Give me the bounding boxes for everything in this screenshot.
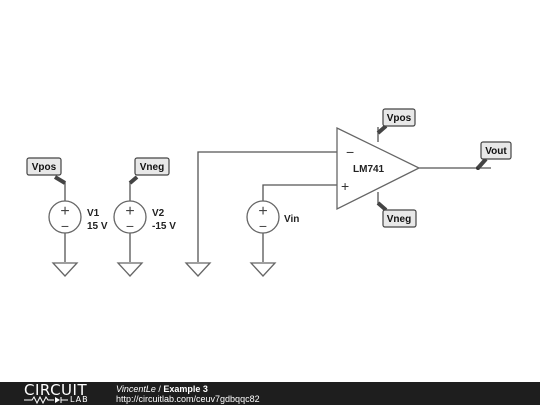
source-minus-sign: − [61, 218, 69, 234]
opamp-name-label: LM741 [353, 164, 385, 175]
net-label-text: Vout [485, 146, 507, 157]
net-label-vpos-opamp[interactable]: Vpos [376, 108, 416, 135]
v2-value-label: -15 V [152, 221, 176, 232]
wire [197, 151, 337, 262]
ground-symbol [249, 262, 277, 277]
v2-name-label: V2 [152, 208, 165, 219]
circuit-url[interactable]: http://circuitlab.com/ceuv7gdbqqc82 [116, 394, 260, 404]
schematic-canvas: + − + − + − V1 15 V V2 -15 V Vin − + LM7… [26, 108, 512, 277]
net-label-text: Vneg [387, 214, 411, 225]
author-link[interactable]: VincentLe [116, 384, 156, 394]
meta-separator: / [155, 384, 164, 394]
source-plus-sign: + [258, 203, 267, 220]
v1-value-label: 15 V [87, 221, 108, 232]
opamp-lm741[interactable]: − + LM741 [336, 126, 421, 211]
source-minus-sign: − [126, 218, 134, 234]
ground-symbol [116, 262, 144, 277]
net-label-vneg-opamp[interactable]: Vneg [376, 201, 417, 228]
resistor-logo-icon [24, 396, 68, 404]
voltage-source-v2[interactable]: + − [113, 200, 147, 234]
net-label-text: Vneg [140, 162, 164, 173]
ground-symbol [51, 262, 79, 277]
net-label-vneg-v2[interactable]: Vneg [128, 157, 170, 185]
voltage-source-vin[interactable]: + − [246, 200, 280, 234]
footer-bar: CIRCUIT LAB VincentLe / Example 3 http:/… [0, 382, 540, 405]
opamp-inverting-symbol: − [346, 144, 354, 160]
net-label-vout[interactable]: Vout [476, 141, 512, 170]
net-label-text: Vpos [32, 162, 57, 173]
net-label-vpos-v1[interactable]: Vpos [26, 157, 67, 185]
source-plus-sign: + [125, 203, 134, 220]
net-label-text: Vpos [387, 113, 412, 124]
opamp-noninverting-symbol: + [341, 178, 349, 194]
v1-name-label: V1 [87, 208, 100, 219]
vin-name-label: Vin [284, 214, 299, 225]
wire [262, 184, 337, 201]
circuitlab-logo-subtext: LAB [70, 395, 89, 404]
circuitlab-logo-text: CIRCUIT [24, 381, 88, 399]
circuit-meta: VincentLe / Example 3 [116, 384, 208, 394]
source-minus-sign: − [259, 218, 267, 234]
source-plus-sign: + [60, 203, 69, 220]
voltage-source-v1[interactable]: + − [48, 200, 82, 234]
circuit-title[interactable]: Example 3 [163, 384, 208, 394]
ground-symbol [184, 262, 212, 277]
